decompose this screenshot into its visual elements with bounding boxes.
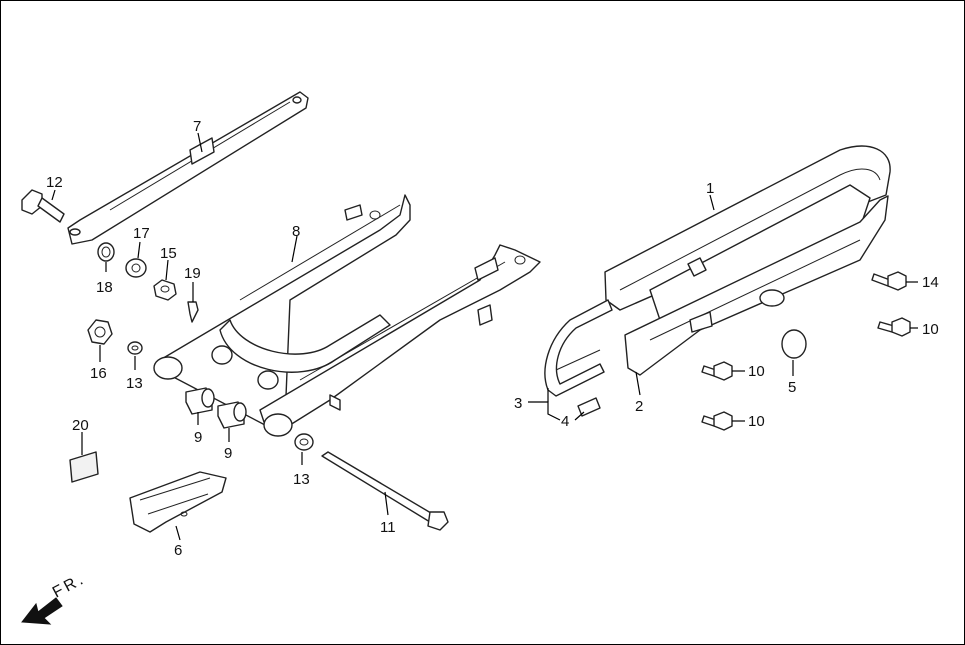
- callout-labels: 7 12 18 17 15 19 16 13 8 9 9 13 11 20 6 …: [46, 118, 939, 559]
- callout-7: 7: [193, 118, 201, 135]
- callout-9a: 9: [194, 429, 202, 446]
- callout-11: 11: [380, 519, 396, 536]
- callout-10b: 10: [748, 363, 765, 380]
- part-4-chain-joint: [577, 397, 601, 417]
- callout-16: 16: [90, 365, 107, 382]
- leader-lines: [51, 132, 918, 541]
- part-10-bolt-b: [701, 361, 733, 381]
- part-19-cotter-pin: [187, 301, 199, 323]
- part-5-cap: [781, 329, 807, 359]
- part-1-chain-case-upper: [604, 145, 891, 321]
- part-8-swingarm: [153, 194, 541, 437]
- part-6-chain-slider: [129, 471, 227, 533]
- part-13-washer-a: [127, 341, 143, 355]
- callout-3: 3: [514, 395, 522, 412]
- part-18-ring: [97, 242, 115, 262]
- callout-18: 18: [96, 279, 113, 296]
- part-12-bolt: [21, 189, 65, 223]
- callout-20: 20: [72, 417, 89, 434]
- front-arrow-icon: [21, 597, 63, 625]
- callout-17: 17: [133, 225, 150, 242]
- callout-9b: 9: [224, 445, 232, 462]
- callout-13a: 13: [126, 375, 143, 392]
- part-7-torque-link: [67, 91, 309, 245]
- callout-2: 2: [635, 398, 643, 415]
- part-20-label: [69, 451, 99, 483]
- callout-13b: 13: [293, 471, 310, 488]
- callout-14: 14: [922, 274, 939, 291]
- part-10-bolt-c: [701, 411, 733, 431]
- callout-4: 4: [561, 413, 569, 430]
- part-17-washer: [125, 258, 147, 278]
- front-direction-indicator: FR.: [21, 570, 89, 625]
- callout-6: 6: [174, 542, 182, 559]
- part-9-bushing-b: [217, 401, 247, 429]
- callout-10c: 10: [748, 413, 765, 430]
- callout-19: 19: [184, 265, 201, 282]
- callout-10a: 10: [922, 321, 939, 338]
- callout-12: 12: [46, 174, 63, 191]
- part-9-bushing-a: [185, 387, 215, 415]
- front-label: FR.: [50, 570, 89, 601]
- part-11-pivot-bolt: [321, 451, 449, 531]
- callout-8: 8: [292, 223, 300, 240]
- callout-1: 1: [706, 180, 714, 197]
- callout-15: 15: [160, 245, 177, 262]
- part-15-nut: [153, 279, 177, 301]
- part-10-bolt-a: [877, 317, 911, 337]
- part-2-chain-case-lower: [624, 195, 889, 376]
- part-14-bolt: [871, 271, 907, 291]
- part-3-drive-chain: [544, 299, 613, 397]
- part-16-flange-nut: [87, 319, 113, 345]
- part-13-washer-b: [294, 433, 314, 451]
- callout-5: 5: [788, 379, 796, 396]
